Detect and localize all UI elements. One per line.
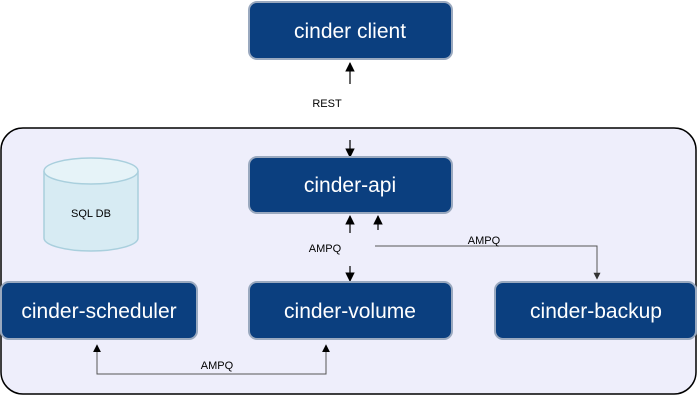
edge-scheduler-volume bbox=[93, 344, 330, 375]
node-cinder-api: cinder-api bbox=[248, 156, 453, 214]
node-cinder-backup: cinder-backup bbox=[494, 281, 697, 340]
edge-api-backup bbox=[375, 245, 601, 280]
edge-label-rest: REST bbox=[312, 98, 342, 110]
node-cinder-api-label: cinder-api bbox=[304, 174, 396, 197]
node-cinder-backup-label: cinder-backup bbox=[530, 300, 662, 323]
connectors bbox=[93, 62, 601, 375]
node-cinder-scheduler-label: cinder-scheduler bbox=[21, 300, 176, 323]
sql-db-cylinder: SQL DB bbox=[43, 157, 139, 252]
node-cinder-scheduler: cinder-scheduler bbox=[0, 281, 198, 340]
node-cinder-client: cinder client bbox=[248, 1, 453, 60]
sql-db-label: SQL DB bbox=[71, 208, 111, 220]
edge-label-api-volume: AMPQ bbox=[309, 243, 342, 255]
edge-label-scheduler-volume: AMPQ bbox=[201, 360, 234, 372]
node-cinder-volume: cinder-volume bbox=[248, 281, 453, 340]
node-cinder-volume-label: cinder-volume bbox=[284, 300, 416, 323]
edge-label-api-backup: AMPQ bbox=[468, 235, 501, 247]
node-cinder-client-label: cinder client bbox=[294, 20, 406, 43]
